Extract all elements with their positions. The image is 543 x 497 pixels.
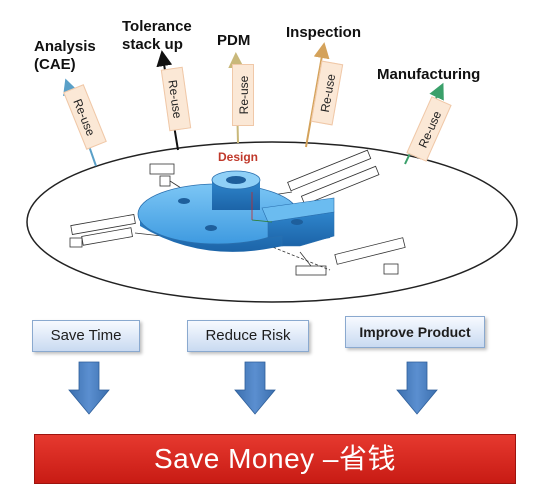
result-save-money-bar: Save Money –省钱 — [34, 434, 516, 484]
down-arrow-1 — [68, 361, 110, 415]
label-inspection: Inspection — [286, 24, 361, 42]
label-analysis-text: Analysis (CAE) — [34, 38, 96, 73]
benefit-reduce-risk: Reduce Risk — [187, 320, 309, 352]
label-analysis-cae: Analysis (CAE) — [34, 38, 96, 74]
flange-part — [137, 170, 335, 252]
label-tolerance-stack-up: Tolerance stack up — [122, 18, 192, 54]
label-manufacturing-text: Manufacturing — [377, 66, 481, 83]
benefit-save-time: Save Time — [32, 320, 140, 352]
down-arrow-3 — [396, 361, 438, 415]
reuse-tag-pdm: Re-use — [232, 64, 254, 126]
design-label: Design — [218, 150, 259, 164]
label-manufacturing: Manufacturing — [377, 66, 480, 84]
label-tolerance-text: Tolerance stack up — [122, 18, 192, 53]
annotation-frames — [69, 149, 406, 276]
label-pdm: PDM — [217, 32, 250, 50]
down-arrow-2 — [234, 361, 276, 415]
label-pdm-text: PDM — [217, 32, 251, 49]
benefit-improve-product: Improve Product — [345, 316, 485, 348]
label-inspection-text: Inspection — [286, 24, 362, 41]
